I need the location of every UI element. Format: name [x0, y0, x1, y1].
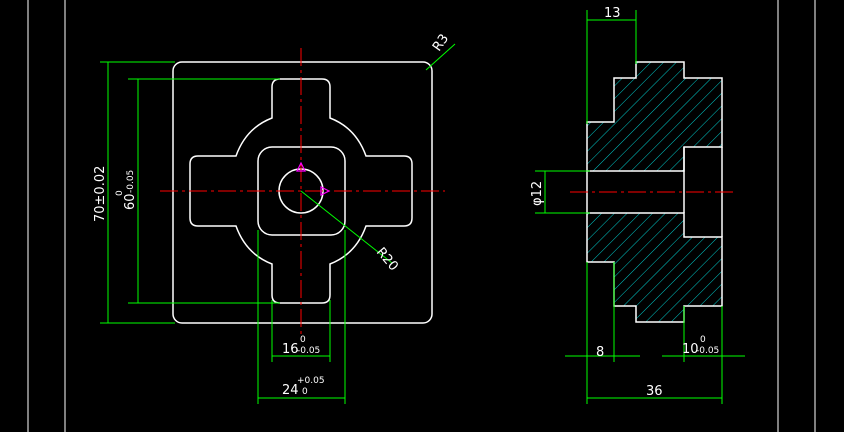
radius-r3-leader	[425, 43, 456, 71]
side-section-view: 13 φ12 8 10 0 -0.05 36	[530, 6, 745, 404]
side-dims	[535, 10, 745, 404]
dim-overall-length: 36	[646, 384, 663, 399]
dim-slot-width-tol-lower: -0.05	[297, 346, 320, 356]
dim-bore-dia: φ12	[530, 181, 545, 206]
dim-left-step: 8	[596, 345, 604, 360]
dim-inner-height: 60	[123, 193, 138, 210]
front-horizontal-dims	[257, 230, 346, 404]
side-upper-section	[586, 61, 723, 172]
side-lower-section	[586, 212, 723, 323]
front-cross-outline	[189, 78, 413, 304]
dim-cross-width: 24	[282, 383, 299, 398]
center-marker	[296, 161, 331, 196]
dim-corner-radius: R3	[430, 32, 452, 55]
dim-right-step: 10	[682, 342, 699, 357]
front-outer-outline	[172, 61, 433, 324]
front-view: 70±0.02 60 0 -0.05 R3 R20 16 0 -0.05 24 …	[93, 32, 456, 404]
dim-top-step: 13	[604, 6, 621, 21]
front-centerlines	[160, 48, 445, 340]
dim-right-step-tol-upper: 0	[700, 335, 706, 345]
dim-slot-width: 16	[282, 342, 299, 357]
radius-r20-leader	[300, 190, 393, 264]
dim-cross-width-tol-lower: 0	[302, 387, 308, 397]
dim-inner-height-tol-upper: 0	[115, 190, 125, 196]
dim-cross-width-tol-upper: +0.05	[297, 376, 325, 386]
dim-arc-radius: R20	[373, 245, 401, 274]
dim-overall-height: 70±0.02	[93, 166, 108, 222]
dim-right-step-tol-lower: -0.05	[696, 346, 719, 356]
sheet-border	[27, 0, 816, 432]
dim-inner-height-tol-lower: -0.05	[126, 170, 136, 193]
dim-slot-width-tol-upper: 0	[300, 335, 306, 345]
front-vertical-dims	[100, 61, 280, 324]
